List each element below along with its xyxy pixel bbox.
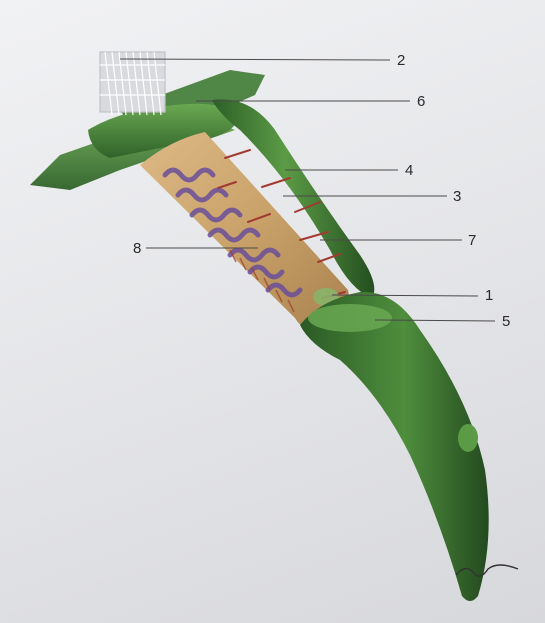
label-4: 4 bbox=[405, 163, 413, 178]
rootlets-icon bbox=[100, 52, 165, 115]
label-7: 7 bbox=[468, 233, 476, 248]
bulb-knob bbox=[458, 424, 478, 452]
bulb-rim bbox=[308, 304, 392, 332]
label-1: 1 bbox=[485, 288, 493, 303]
label-2: 2 bbox=[397, 53, 405, 68]
label-8: 8 bbox=[133, 241, 141, 256]
label-6: 6 bbox=[417, 94, 425, 109]
label-5: 5 bbox=[502, 314, 510, 329]
label-3: 3 bbox=[453, 189, 461, 204]
